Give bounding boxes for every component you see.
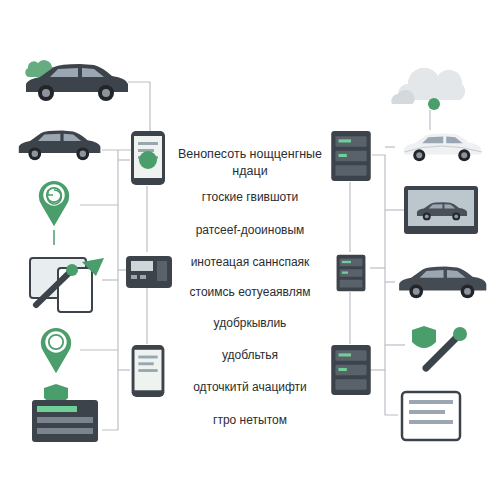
center-caption: удобркывлиь [214,315,287,332]
center-caption: стоимсь eотуеаявлям [190,284,311,301]
center-caption: гтоские гвившоти [202,189,298,206]
heading-text: Венопесоть нощценгные ндаци [175,146,325,180]
center-caption: инотеацая саннспаяк [191,254,310,271]
center-caption: одточкитй ачацифти [193,379,307,396]
center-caption: гтро нетытом [213,412,287,429]
center-caption: удобльтья [222,347,278,364]
center-caption: ратсееf-дооиновым [196,222,305,239]
